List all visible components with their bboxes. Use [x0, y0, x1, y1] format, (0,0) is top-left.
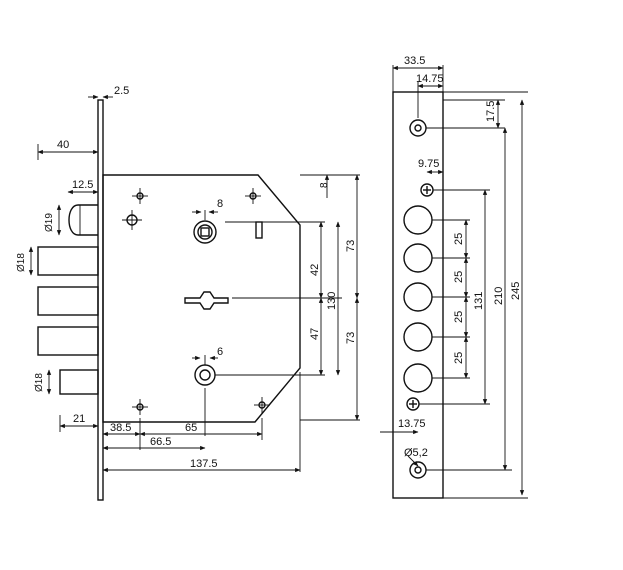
dim-v-17-5: 17.5 — [485, 101, 497, 122]
dim-v-131: 131 — [473, 292, 485, 310]
dim-v-73-top: 73 — [345, 240, 357, 252]
dim-cylinder-pin: 6 — [217, 346, 223, 358]
mounting-hole-bottom-right — [254, 397, 270, 413]
bolt-hole-1 — [403, 205, 433, 235]
deadbolt-3 — [37, 326, 99, 356]
dim-137-5: 137.5 — [190, 458, 218, 470]
side-view: 2.5 40 12.5 Ø19 Ø18 Ø18 8 6 21 — [16, 85, 360, 501]
keyhole — [184, 291, 229, 310]
deadbolt-1 — [37, 246, 99, 276]
dim-v-210: 210 — [493, 287, 505, 305]
follower-slot — [255, 221, 263, 239]
dim-65: 65 — [185, 422, 197, 434]
dim-bolt-dia: Ø18 — [16, 253, 27, 272]
screw-bottom — [409, 461, 427, 479]
mounting-hole-bottom-left — [132, 399, 148, 415]
deadbolt-2 — [37, 286, 99, 316]
bolt-hole-4 — [403, 322, 433, 352]
mounting-hole-mid-left — [122, 210, 142, 230]
dim-pitch-1: 25 — [453, 233, 465, 245]
dim-plate-thickness: 2.5 — [114, 85, 129, 97]
mounting-hole-top-right — [245, 188, 261, 204]
dim-v-130: 130 — [326, 292, 338, 310]
mounting-hole-top-left — [132, 188, 148, 204]
dim-width-33-5: 33.5 — [404, 55, 425, 67]
dim-spindle: 8 — [217, 198, 223, 210]
deadbolt-4 — [59, 369, 99, 395]
dim-66-5: 66.5 — [150, 436, 171, 448]
lock-case — [102, 174, 301, 423]
bolt-hole-5 — [403, 363, 433, 393]
screw-top — [409, 119, 427, 137]
screw-cross-top — [420, 183, 434, 197]
dim-pitch-3: 25 — [453, 311, 465, 323]
dim-13-75: 13.75 — [398, 418, 426, 430]
screw-cross-bottom — [406, 397, 420, 411]
dim-screw-dia: Ø5,2 — [404, 447, 428, 459]
bolt-hole-2 — [403, 243, 433, 273]
latch-bolt — [68, 204, 98, 236]
dim-latch-dia: Ø19 — [44, 213, 55, 232]
dim-bolt-offset: 21 — [73, 413, 85, 425]
spindle-hub — [193, 210, 217, 244]
dim-v-73-bottom: 73 — [345, 332, 357, 344]
dim-v-8: 8 — [319, 182, 330, 188]
dim-pitch-2: 25 — [453, 271, 465, 283]
dim-bolt-bottom-dia: Ø18 — [34, 373, 45, 392]
dim-width-14-75: 14.75 — [416, 73, 444, 85]
bolt-hole-3 — [403, 282, 433, 312]
dim-backset-40: 40 — [57, 139, 69, 151]
front-view: 33.5 14.75 9.75 25 25 25 25 13.75 Ø5,2 — [380, 55, 528, 499]
dim-offset-9-75: 9.75 — [418, 158, 439, 170]
dim-v-42: 42 — [309, 264, 321, 276]
dim-latch-width: 12.5 — [72, 179, 93, 191]
dim-v-245: 245 — [510, 282, 522, 300]
cylinder-hub — [194, 355, 216, 386]
faceplate — [97, 99, 104, 501]
dim-38-5: 38.5 — [110, 422, 131, 434]
front-plate — [392, 91, 444, 499]
dim-v-47: 47 — [309, 328, 321, 340]
dim-pitch-4: 25 — [453, 352, 465, 364]
